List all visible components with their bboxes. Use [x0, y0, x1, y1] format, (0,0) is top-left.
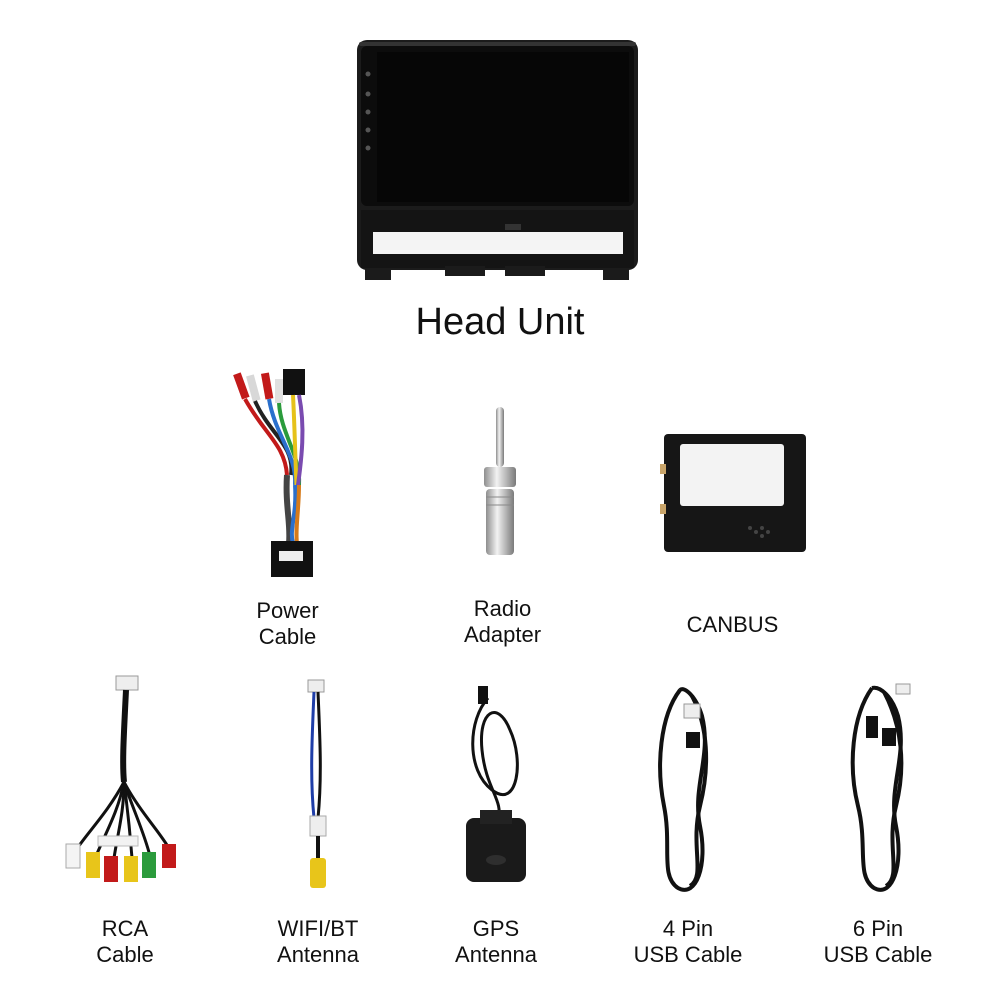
rca-cable-image	[58, 672, 193, 894]
wifi-bt-antenna-image	[296, 678, 340, 896]
wifi-bt-antenna-label-line2: Antenna	[277, 942, 359, 967]
gps-antenna-image	[458, 680, 534, 890]
usb-4pin-cable-label: 4 Pin USB Cable	[608, 916, 768, 968]
radio-adapter-label: Radio Adapter	[415, 596, 590, 648]
power-cable-label-line1: Power	[256, 598, 319, 623]
power-cable-image	[225, 365, 345, 587]
usb-4pin-cable-image	[650, 676, 722, 898]
usb-4pin-cable-label-line1: 4 Pin	[662, 916, 714, 941]
radio-adapter-label-line1: Radio	[473, 596, 532, 621]
power-cable-label: Power Cable	[200, 598, 375, 650]
wifi-bt-antenna-label-line1: WIFI/BT	[277, 916, 359, 941]
canbus-label: CANBUS	[645, 612, 820, 638]
power-cable-label-line2: Cable	[258, 624, 317, 649]
head-unit-label: Head Unit	[415, 301, 585, 343]
usb-6pin-cable-label-line1: 6 Pin	[852, 916, 904, 941]
usb-6pin-cable-image	[844, 676, 920, 898]
usb-6pin-cable-label: 6 Pin USB Cable	[798, 916, 958, 968]
radio-adapter-label-line2: Adapter	[463, 622, 542, 647]
wifi-bt-antenna-label: WIFI/BT Antenna	[238, 916, 398, 968]
radio-adapter-image	[474, 405, 526, 560]
head-unit-image	[355, 38, 640, 283]
canbus-label-line1: CANBUS	[686, 612, 779, 637]
rca-cable-label-line2: Cable	[96, 942, 154, 967]
gps-antenna-label: GPS Antenna	[416, 916, 576, 968]
rca-cable-label-line1: RCA	[101, 916, 149, 941]
rca-cable-label: RCA Cable	[45, 916, 205, 968]
gps-antenna-label-line2: Antenna	[455, 942, 537, 967]
gps-antenna-label-line1: GPS	[472, 916, 520, 941]
canbus-box-image	[660, 432, 810, 554]
usb-4pin-cable-label-line2: USB Cable	[633, 942, 743, 967]
usb-6pin-cable-label-line2: USB Cable	[823, 942, 933, 967]
